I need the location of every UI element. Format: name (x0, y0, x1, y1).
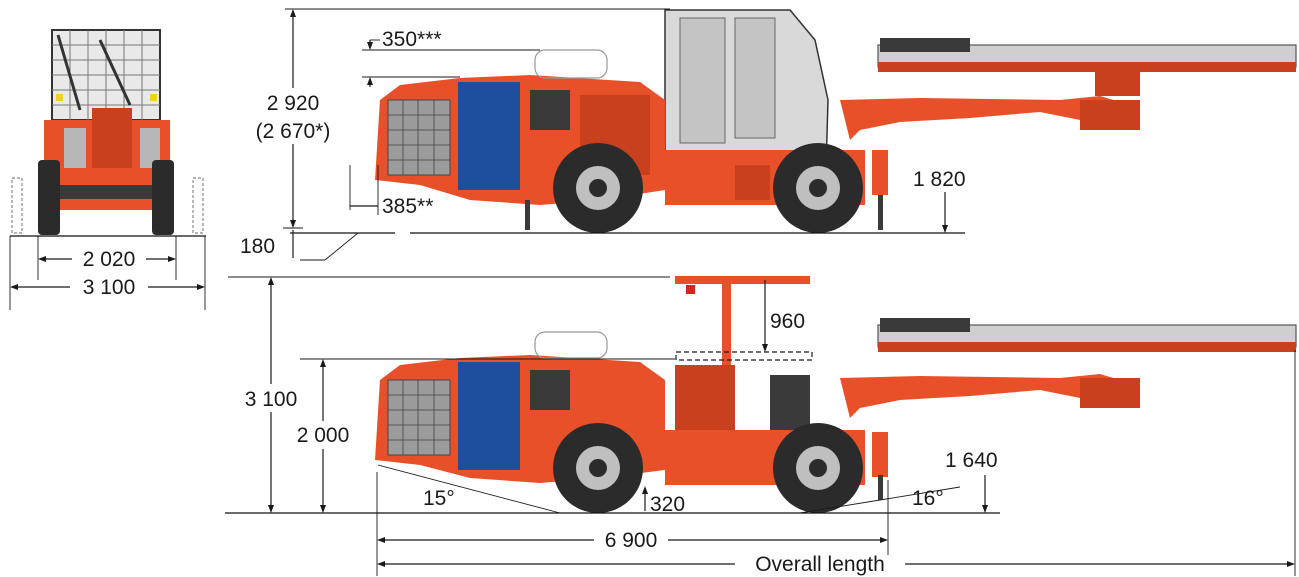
boom-height-canopy-label: 1 640 (945, 449, 998, 472)
cabin-height-alt-label: (2 670*) (256, 120, 331, 143)
canopy-max-height-label: 3 100 (245, 388, 298, 411)
roof-extension-label: 960 (770, 310, 805, 333)
cabin-height-label: 2 920 (267, 92, 320, 115)
canopy-side-view: 3 100 2 000 960 1 640 15° 16° 320 6 900 (225, 276, 1297, 576)
front-view: 2 020 3 100 (9, 29, 206, 310)
ground-clearance-label: 180 (240, 235, 275, 258)
overall-length-label: Overall length (755, 553, 885, 576)
approach-angle-label: 15° (423, 487, 455, 510)
cabin-side-view: 2 920 (2 670*) 180 350*** 385** 1 820 (240, 8, 1297, 261)
length-label: 6 900 (605, 529, 658, 552)
departure-angle-label: 16° (912, 487, 944, 510)
front-outer-width-label: 3 100 (83, 276, 136, 299)
rear-clearance-label: 320 (650, 493, 685, 516)
front-inner-width-label: 2 020 (83, 248, 136, 271)
canopy-height-label: 2 000 (297, 424, 350, 447)
top-offset-label: 350*** (382, 28, 442, 51)
boom-height-cabin-label: 1 820 (913, 168, 966, 191)
rear-offset-label: 385** (382, 195, 433, 218)
